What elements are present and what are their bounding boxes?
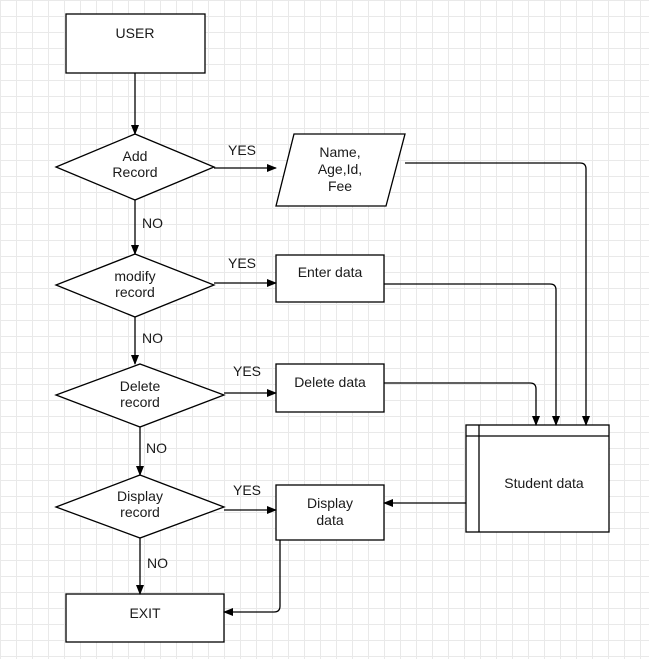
node-enter-data-label: Enter data [298,264,363,280]
decision-display-record-label-line1: Display [117,488,163,504]
datastore-student-data[interactable]: Student data [465,424,610,533]
node-exit[interactable]: EXIT [65,593,225,643]
decision-delete-record-label-line1: Delete [120,378,161,394]
label-yes-modify: YES [228,255,256,271]
input-fields-line2: Age,Id, [318,161,362,177]
input-fields[interactable]: Name, Age,Id, Fee [275,133,406,207]
edge-display-to-exit [223,540,281,616]
edge-delete-to-student-data [384,382,540,426]
node-exit-label: EXIT [129,605,161,621]
edge-fields-to-student-data [405,162,590,426]
decision-delete-record[interactable]: Delete record [54,363,226,428]
label-no-modify: NO [142,330,163,346]
decision-display-record-label-line2: record [120,504,160,520]
edge-enter-to-student-data [384,283,560,426]
node-delete-data-label: Delete data [294,374,366,390]
node-enter-data[interactable]: Enter data [275,254,385,303]
node-display-data[interactable]: Display data [275,484,385,541]
input-fields-line3: Fee [328,178,352,194]
decision-delete-record-label-line2: record [120,394,160,410]
decision-modify-record-label-line2: record [115,284,155,300]
label-yes-delete: YES [233,363,261,379]
label-no-add: NO [142,215,163,231]
label-no-display: NO [147,555,168,571]
node-user[interactable]: USER [65,13,206,74]
node-display-data-label-line2: data [316,512,343,528]
input-fields-line1: Name, [319,144,360,160]
decision-modify-record[interactable]: modify record [54,253,216,318]
datastore-student-data-label: Student data [504,475,584,491]
node-delete-data[interactable]: Delete data [275,363,385,413]
label-no-delete: NO [146,440,167,456]
label-yes-display: YES [233,482,261,498]
decision-display-record[interactable]: Display record [54,474,226,539]
node-display-data-label-line1: Display [307,495,353,511]
decision-modify-record-label-line1: modify [114,268,155,284]
label-yes-add: YES [228,142,256,158]
decision-add-record-label-line2: Record [112,164,157,180]
decision-add-record-label-line1: Add [123,148,148,164]
node-user-label: USER [116,25,155,41]
decision-add-record[interactable]: Add Record [54,133,216,201]
